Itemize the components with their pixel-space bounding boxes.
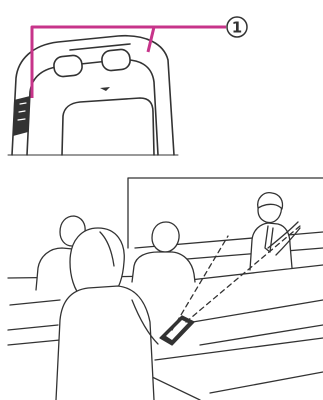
desk-row-5 [10,300,60,305]
desk-row-8 [200,325,323,345]
lecturer [250,193,300,270]
recorder-display [62,98,154,155]
desk-row-9 [155,338,323,360]
student-back-right-body [132,252,195,282]
desk-row-10 [8,340,60,345]
microphone-right [101,49,131,72]
student-front-body [56,286,154,400]
desk-row-11 [210,372,323,393]
callout-number: 1 [232,19,242,37]
desk-row-6 [8,325,58,330]
desk-front-edge [148,375,200,400]
microphone-left [53,55,83,78]
desk-row-7 [175,300,323,325]
lecture-hall-scene [8,178,323,400]
pickup-line-left [172,236,228,330]
student-front [56,228,158,400]
pickup-line-right [186,226,300,322]
callout-marker: 1 [227,17,247,37]
student-back-right [132,222,195,282]
student-back-right-head [152,222,179,252]
recorder-side-shading [13,96,30,136]
